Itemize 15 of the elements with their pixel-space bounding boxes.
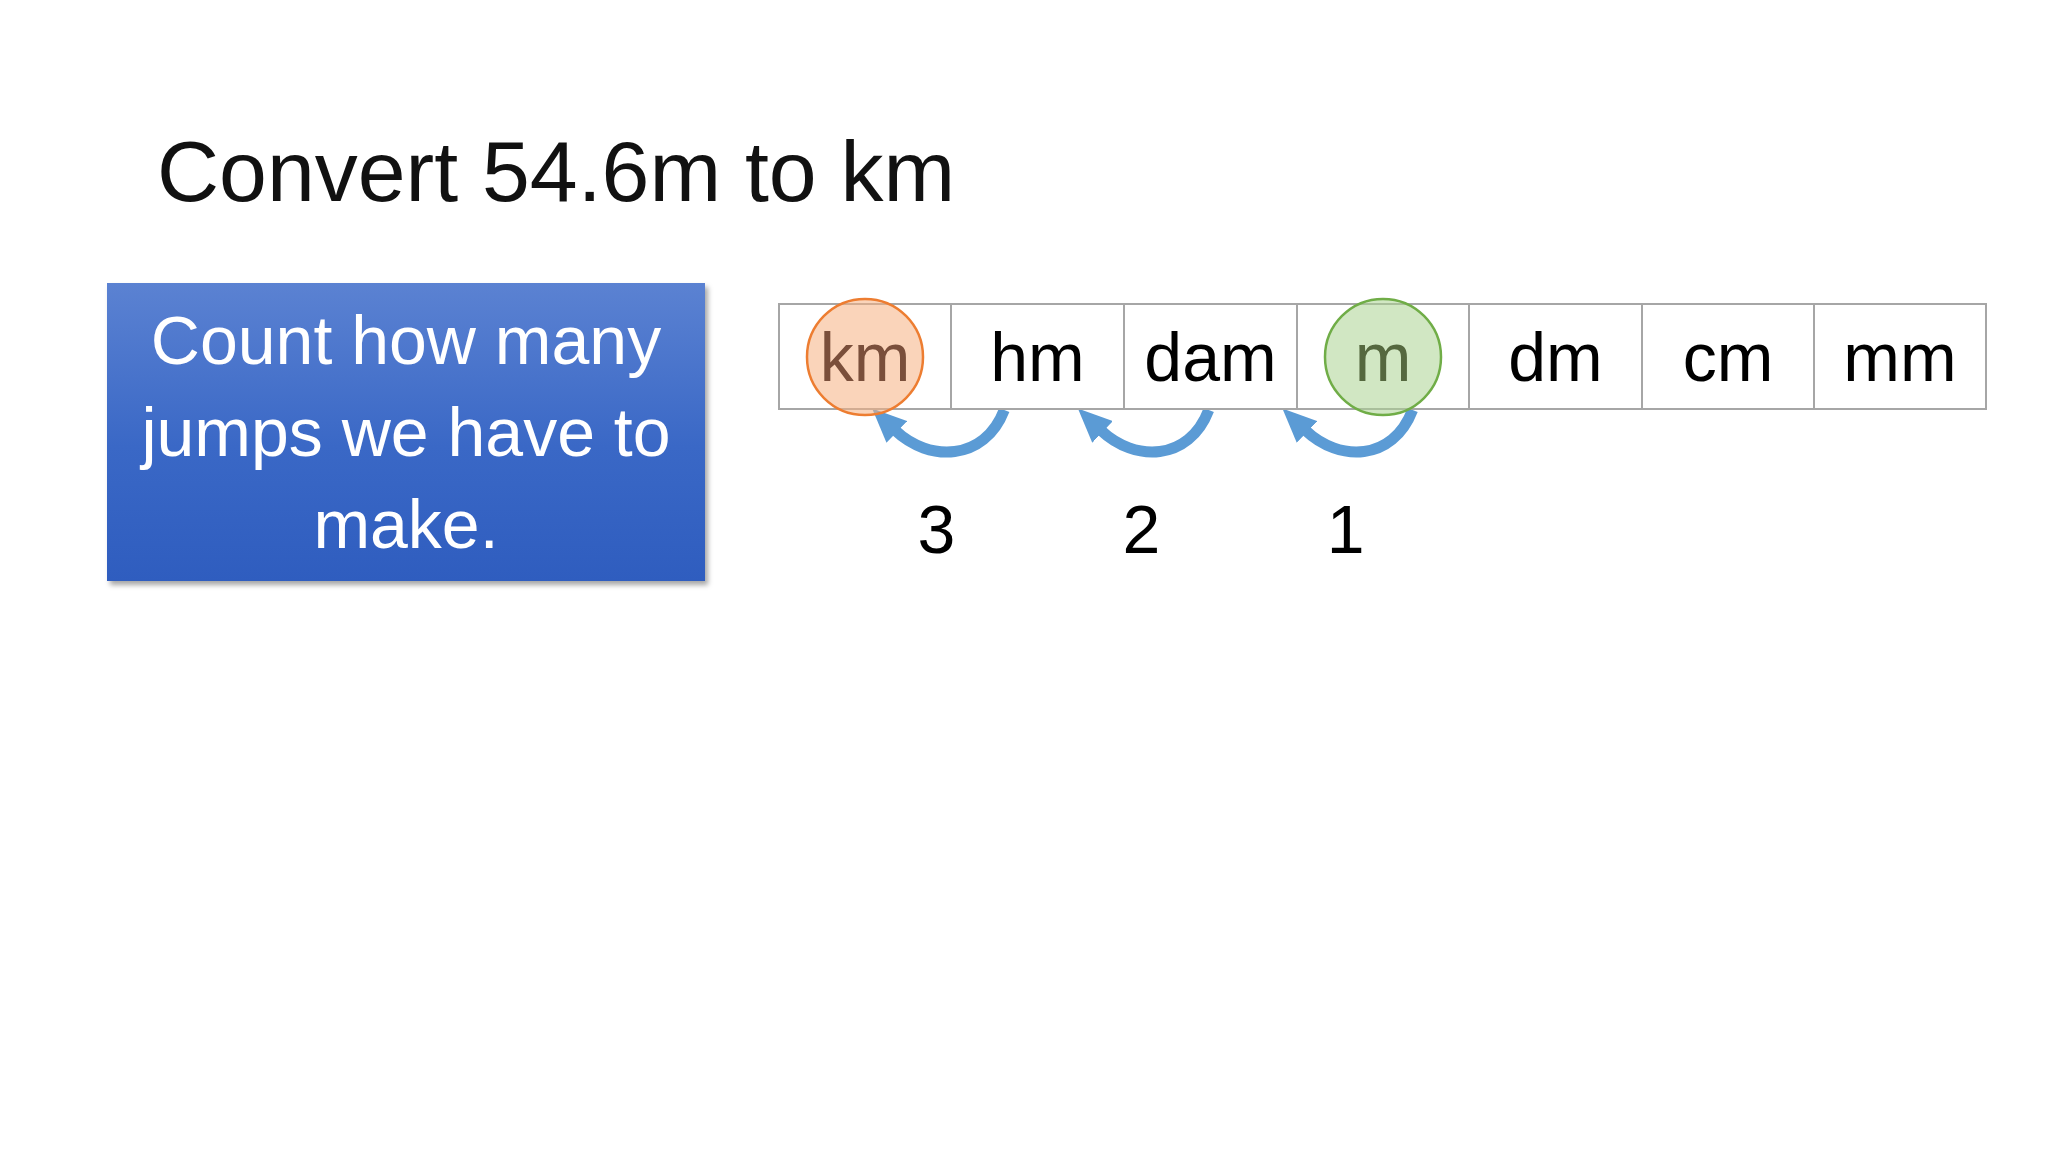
unit-label: dm [1508, 322, 1603, 391]
unit-label: km [819, 322, 911, 391]
unit-label: dam [1144, 322, 1277, 391]
instruction-box [107, 283, 705, 581]
unit-cell [1123, 303, 1298, 410]
instruction-text: Count how many jumps we have to make. [138, 301, 672, 564]
unit-label: mm [1843, 322, 1957, 391]
unit-cell [1468, 303, 1643, 410]
unit-label: hm [990, 322, 1085, 391]
unit-label: cm [1682, 322, 1774, 391]
unit-cell [1641, 303, 1815, 410]
slide-title: Convert 54.6m to km [157, 122, 956, 221]
unit-label: m [1354, 322, 1412, 391]
unit-cell [950, 303, 1125, 410]
unit-cell [1813, 303, 1987, 410]
